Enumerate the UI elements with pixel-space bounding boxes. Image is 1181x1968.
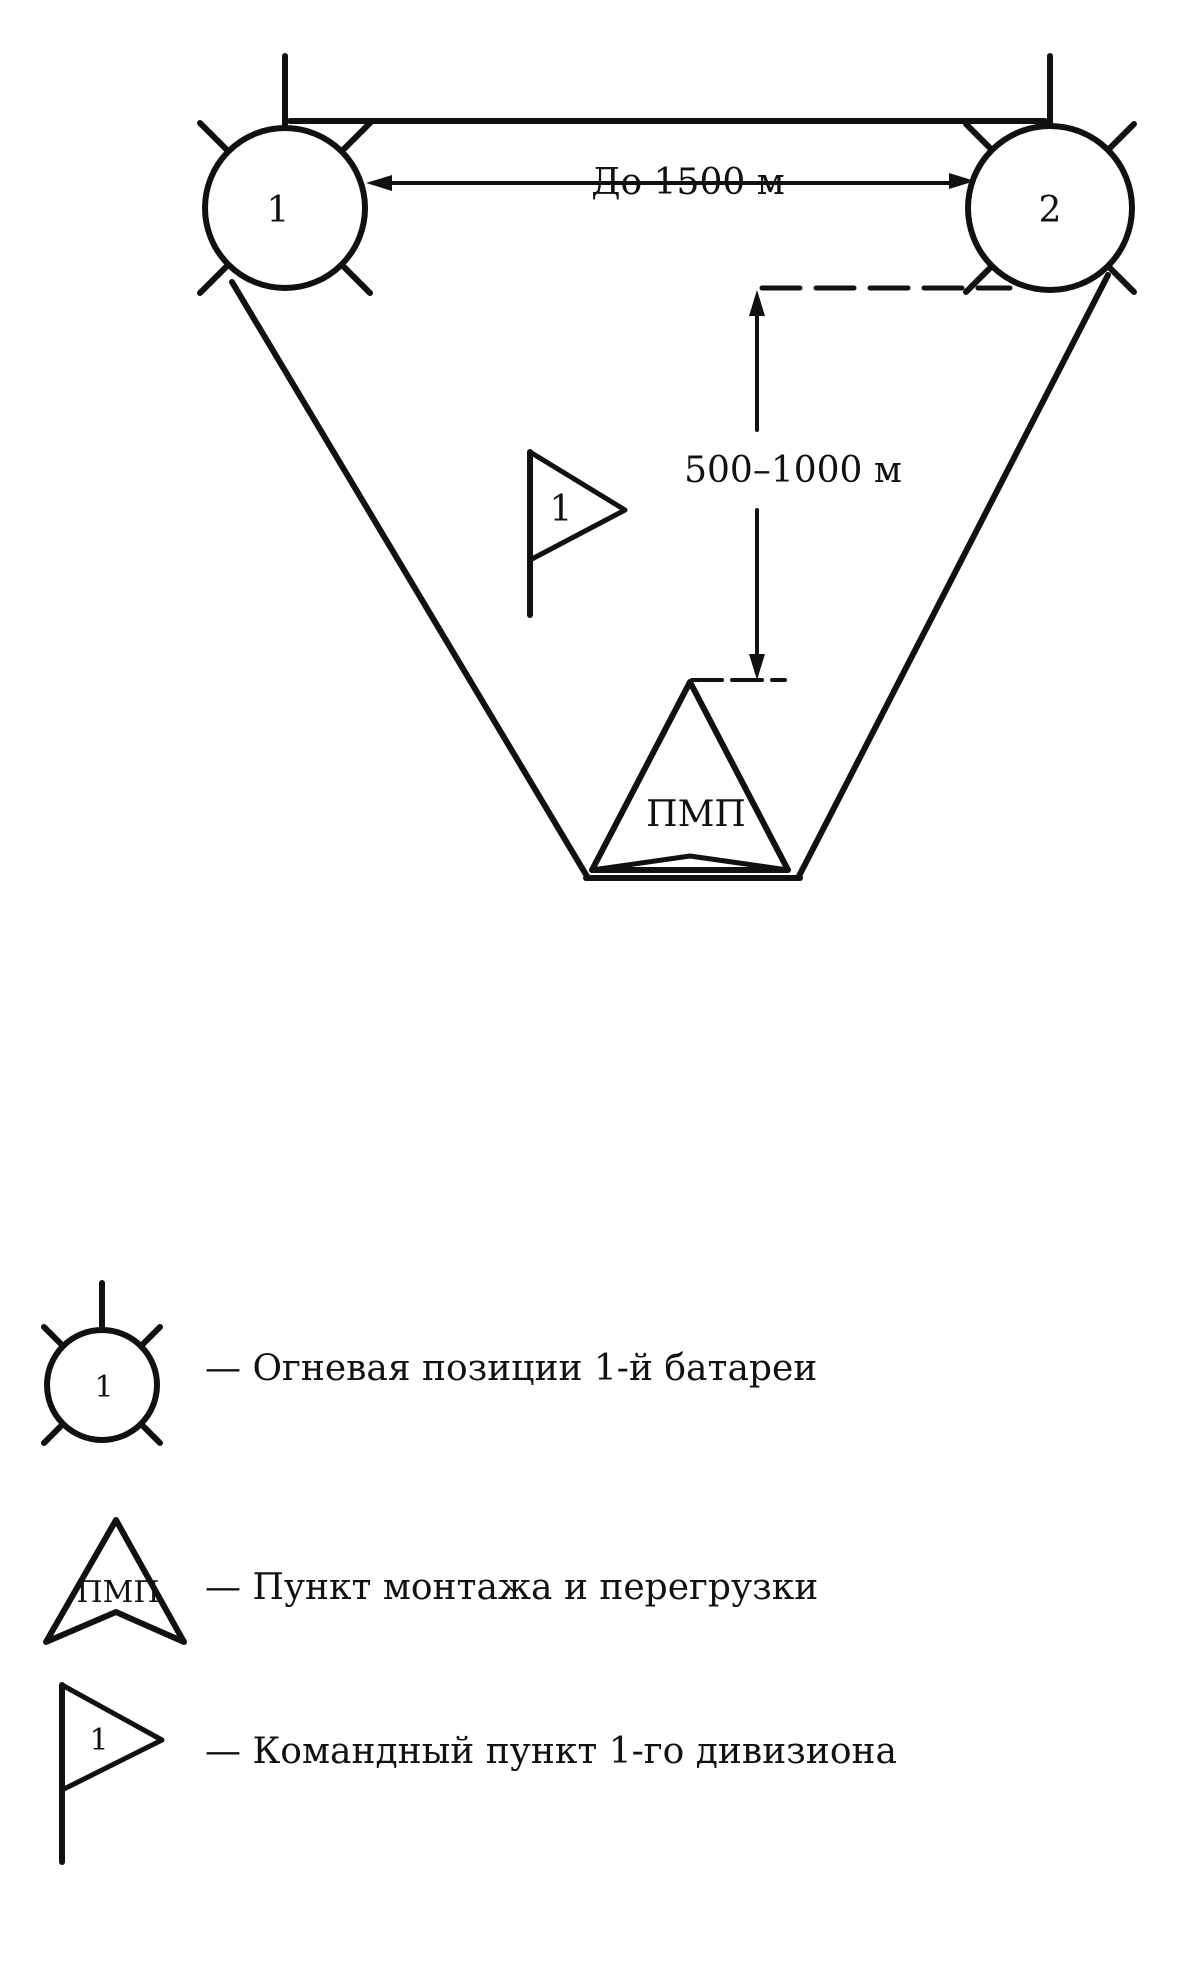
right-side-line: [795, 272, 1111, 881]
legend-tick-upper-left: [41, 1324, 66, 1349]
legend-description: — Пункт монтажа и перегрузки: [205, 1567, 818, 1608]
legend-tick-lower-left: [41, 1421, 66, 1446]
legend: 1 — Огневая позиции 1-й батареи ПМП — Пу…: [41, 1280, 897, 1865]
battery-number-1: 1: [267, 190, 290, 231]
arrow-head-up-icon: [749, 290, 765, 316]
position-tick-lower-right: [1105, 263, 1137, 295]
position-tick-upper-left: [963, 121, 995, 153]
scheme: 1 2 До 1500 м 500–1000 м: [197, 53, 1137, 881]
arrow-head-right-icon: [949, 173, 975, 189]
command-post-number: 1: [550, 489, 573, 530]
command-post-flag: 1: [527, 449, 628, 618]
position-tick-upper-left: [197, 120, 231, 154]
arrow-head-left-icon: [366, 175, 392, 191]
distance-to-assembly-point: 500–1000 м: [684, 290, 902, 680]
flag-legend-icon: [59, 1682, 165, 1793]
legend-symbol-text: 1: [89, 1723, 108, 1758]
assembly-point: ПМП: [583, 679, 803, 881]
position-tick-upper-right: [1105, 121, 1137, 153]
legend-description: — Командный пункт 1-го дивизиона: [205, 1731, 897, 1772]
legend-tick-upper-right: [138, 1324, 163, 1349]
arrow-head-down-icon: [749, 654, 765, 680]
legend-item-battery: 1 — Огневая позиции 1-й батареи: [41, 1280, 817, 1446]
left-side-line: [229, 279, 591, 881]
position-tick-lower-right: [339, 262, 373, 296]
position-tick-upper-right: [339, 120, 373, 154]
legend-tick-lower-right: [138, 1421, 163, 1446]
legend-symbol-text: ПМП: [76, 1575, 159, 1610]
position-tick-lower-left: [197, 262, 231, 296]
legend-item-command-post: 1 — Командный пункт 1-го дивизиона: [59, 1682, 897, 1865]
assembly-point-label: ПМП: [646, 794, 746, 835]
distance-label-top: До 1500 м: [591, 162, 784, 203]
position-tick-lower-left: [963, 263, 995, 295]
distance-between-positions: До 1500 м: [366, 162, 975, 203]
assembly-point-icon: [589, 679, 791, 873]
assembly-point-base-notch: [589, 853, 791, 873]
legend-item-assembly-point: ПМП — Пункт монтажа и перегрузки: [43, 1517, 818, 1645]
battery-number-2: 2: [1039, 190, 1062, 231]
legend-description: — Огневая позиции 1-й батареи: [205, 1348, 817, 1389]
legend-symbol-text: 1: [94, 1370, 113, 1405]
battery-position-1: 1: [197, 53, 373, 296]
distance-label-vertical: 500–1000 м: [684, 450, 902, 491]
battery-position-2: 2: [963, 53, 1137, 295]
flag-icon: [527, 449, 628, 563]
assembly-point-legend-icon: [43, 1517, 187, 1645]
